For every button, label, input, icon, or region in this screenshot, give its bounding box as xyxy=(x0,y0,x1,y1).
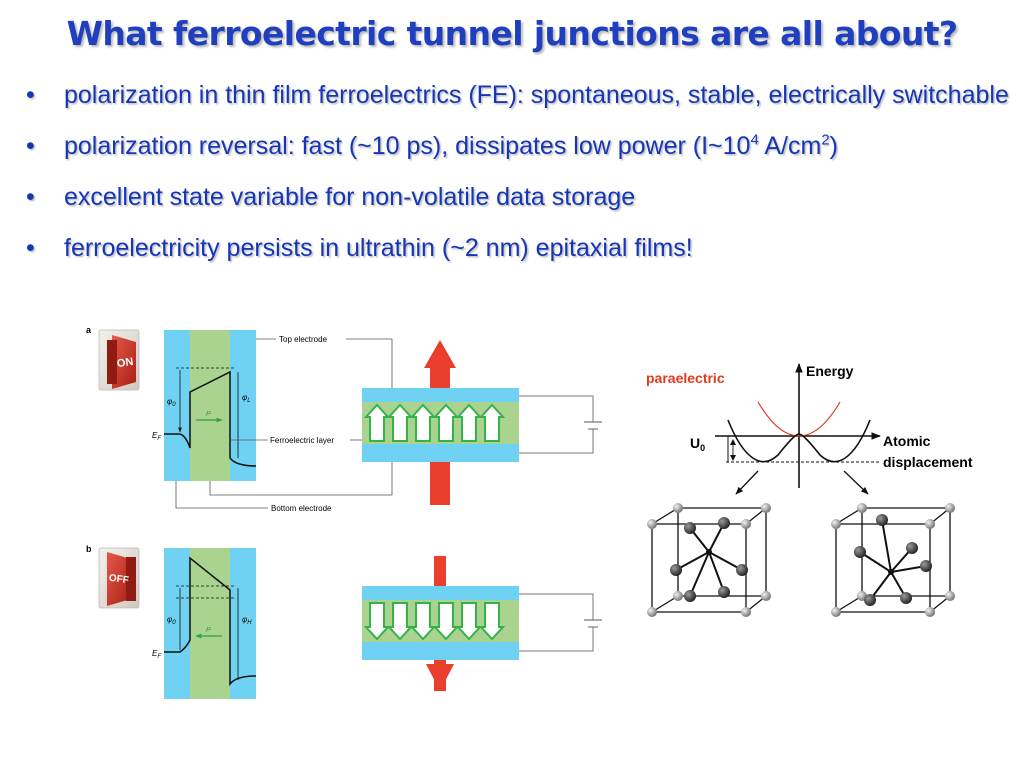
bullet-item: • polarization reversal: fast (~10 ps), … xyxy=(26,131,1011,162)
superscript: 2 xyxy=(821,131,830,149)
phiL-label: φL xyxy=(242,393,251,404)
band-diagram-off xyxy=(164,548,257,699)
bullet-text: polarization reversal: fast (~10 ps), di… xyxy=(64,132,838,160)
energy-axis-label: Energy xyxy=(806,363,854,379)
energy-diagram xyxy=(715,363,881,495)
bottom-electrode-label: Bottom electrode xyxy=(271,504,332,513)
bullet-text: excellent state variable for non-volatil… xyxy=(64,183,636,211)
ef-label-b: EF xyxy=(152,649,161,660)
paraelectric-label: paraelectric xyxy=(646,370,725,386)
top-electrode-label: Top electrode xyxy=(279,335,328,344)
phi0-label-a: φ0 xyxy=(167,397,176,408)
on-switch-label: ON xyxy=(116,356,134,370)
bullet-dot: • xyxy=(26,234,35,262)
ef-label-a: EF xyxy=(152,431,161,442)
atoms-left xyxy=(647,503,771,617)
off-switch-label: OFF xyxy=(108,573,129,587)
phiH-label: φH xyxy=(242,615,252,626)
bullet-item: • polarization in thin film ferroelectri… xyxy=(26,80,1011,111)
bullet-item: • ferroelectricity persists in ultrathin… xyxy=(26,233,1011,264)
bullet-dot: • xyxy=(26,132,35,160)
panel-a-label: a xyxy=(86,325,92,335)
polarization-label-a: P xyxy=(206,411,211,418)
bullet-dot: • xyxy=(26,183,35,211)
bullet-text: polarization in thin film ferroelectrics… xyxy=(64,81,1009,109)
atoms-right xyxy=(831,503,955,617)
bullet-text-part: polarization reversal: fast (~10 ps), di… xyxy=(64,132,751,160)
u0-label: U0 xyxy=(690,435,705,453)
off-switch-icon: OFF xyxy=(98,547,140,609)
phi0-label-b: φ0 xyxy=(167,615,176,626)
bullet-text-part: ) xyxy=(829,132,838,160)
bullet-text-part: A/cm xyxy=(758,132,822,160)
ftj-stack-off xyxy=(362,556,602,691)
bullet-dot: • xyxy=(26,81,35,109)
slide-title: What ferroelectric tunnel junctions are … xyxy=(66,14,958,53)
bullet-list: • polarization in thin film ferroelectri… xyxy=(26,80,1011,284)
displacement-axis-label-2: displacement xyxy=(883,454,973,470)
ftj-stack-on xyxy=(362,340,602,505)
bullet-item: • excellent state variable for non-volat… xyxy=(26,182,1011,213)
superscript: 4 xyxy=(750,131,759,149)
bullet-text: ferroelectricity persists in ultrathin (… xyxy=(64,234,693,262)
panel-b-label: b xyxy=(86,544,92,554)
polarization-label-b: P xyxy=(206,627,211,634)
ferroelectric-layer-label: Ferroelectric layer xyxy=(270,436,334,445)
displacement-axis-label: Atomic xyxy=(883,433,931,449)
on-switch-icon: ON xyxy=(98,329,140,391)
band-diagram-on xyxy=(164,330,257,481)
